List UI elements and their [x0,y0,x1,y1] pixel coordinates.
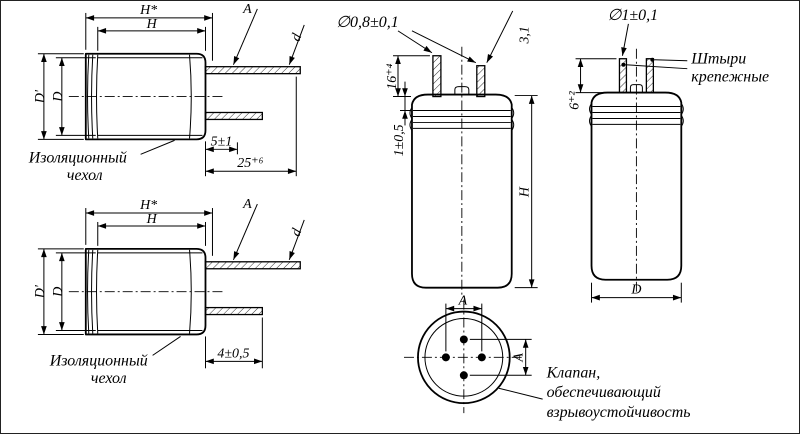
pin-dot-left [441,353,450,362]
label-insulation-sleeve-2: чехол [91,370,127,387]
dim-label-d-prime: D' [33,284,48,299]
dim-label-lip: 1±0,5 [392,124,407,156]
leader-line [152,336,181,356]
dim-label-d: D [51,287,66,298]
lead-wire-bottom [204,111,263,121]
dim-lead-diameter: d [289,24,306,65]
dim-pin-offset: 3,1 [486,10,533,63]
dim-label-lead-d: d [289,227,306,239]
dim-label-lead-len: 25⁺⁶ [237,156,263,171]
dim-label-seal-len: 4±0,5 [217,346,249,361]
dim-label-d-prime: D' [33,89,48,104]
dim-label-dia: D [630,283,641,298]
pin-dot-right [477,353,486,362]
view-axial-capacitor-1: H* H D' D A d [28,2,305,184]
dim-seal-length: 5±1 [204,134,238,177]
mounting-pins-callout: Штыри крепежные [621,51,769,86]
pin-dot-bottom [459,371,468,380]
dim-pin-spacing-horizontal: A [445,294,483,352]
view-bottom-pin-layout: A A Клапан, обеспечивающий взрывоустойчи… [403,294,691,421]
pin-left [432,55,442,98]
pin-right [476,65,486,98]
view-axial-capacitor-2: H* H D' D A d [33,197,305,387]
lead-wire-bottom [204,306,263,316]
dim-label-h: H [146,17,158,32]
dim-h-star: H* [85,198,213,256]
dim-label-h-star: H* [139,3,157,18]
dim-label-height: H [518,186,533,198]
dim-label-h: H [146,212,158,227]
dim-pin-length: 16⁺⁴ [385,55,430,98]
dim-diameter-d: D [591,283,682,303]
dim-h-star: H* [85,3,213,61]
label-mounting-pins-2: крепежные [691,69,769,86]
dim-label-pin-len: 6⁺² [568,90,583,109]
view-radial-capacitor-short-pins: ∅1±0,1 Штыри крепежные 6⁺² D [568,7,769,303]
dim-lip-height: 1±0,5 [392,81,411,156]
dim-d-body: D [51,57,96,136]
leader-line [654,59,688,62]
dim-d-outer: D' [33,53,84,140]
dim-h: H [97,212,206,246]
dim-pin-diameter: ∅1±0,1 [607,7,658,56]
dim-pin-length: 6⁺² [568,58,617,110]
dim-pin-spacing-vertical: A [469,338,532,376]
lead-wire-top [204,66,301,75]
leader-line [625,64,688,70]
capacitor-body [589,48,684,292]
pin-dot-top [459,335,468,344]
leader-line [140,139,175,155]
dim-d-body: D [51,252,96,331]
capacitor-body [68,247,301,336]
dim-label-pin-dia: ∅0,8±0,1 [336,14,399,31]
capacitor-body [409,46,515,298]
dim-label-a-vertical: A [512,353,527,363]
label-insulation-sleeve-1: Изоляционный [28,149,127,166]
leader-line [498,387,543,400]
dim-pin-diameter: ∅0,8±0,1 [336,14,477,64]
insulation-sleeve-callout: Изоляционный чехол [49,336,181,387]
dim-lead-spacing-a: A [232,197,258,260]
dim-label-lead-d: d [289,32,306,44]
dim-label-a-horizontal: A [458,294,468,309]
lead-wire-top [204,261,301,270]
dim-label-a: A [242,197,252,212]
dim-lead-spacing-a: A [232,2,258,65]
pin-right [645,58,655,94]
dim-d-outer: D' [33,248,84,335]
dim-label-h-star: H* [139,198,157,213]
dim-label-pin-dia: ∅1±0,1 [607,7,658,24]
dim-lead-diameter: d [289,219,306,260]
dim-height-h: H [514,95,538,289]
leader-dot [650,57,655,62]
dim-label-a: A [242,2,252,17]
valve-callout: Клапан, обеспечивающий взрывоустойчивост… [498,364,691,421]
leader-dot [621,62,626,67]
dim-label-seal-len: 5±1 [211,134,233,149]
dim-label-d: D [51,92,66,103]
view-radial-capacitor-long-pins: ∅0,8±0,1 3,1 16⁺⁴ 1±0,5 H [336,10,538,298]
insulation-sleeve-callout: Изоляционный чехол [28,139,175,184]
dim-h: H [97,17,206,51]
label-valve-3: взрывоустойчивость [547,404,691,421]
label-valve-2: обеспечивающий [547,384,661,401]
label-insulation-sleeve-1: Изоляционный [49,352,148,369]
label-insulation-sleeve-2: чехол [67,167,103,184]
label-mounting-pins-1: Штыри [690,51,746,68]
dim-seal-length: 4±0,5 [204,317,263,369]
capacitor-body [68,52,301,141]
dim-label-pin-offset: 3,1 [518,26,533,44]
label-valve-1: Клапан, [546,364,601,381]
dim-label-pin-len: 16⁺⁴ [385,63,400,89]
dim-lead-length: 25⁺⁶ [205,76,297,177]
